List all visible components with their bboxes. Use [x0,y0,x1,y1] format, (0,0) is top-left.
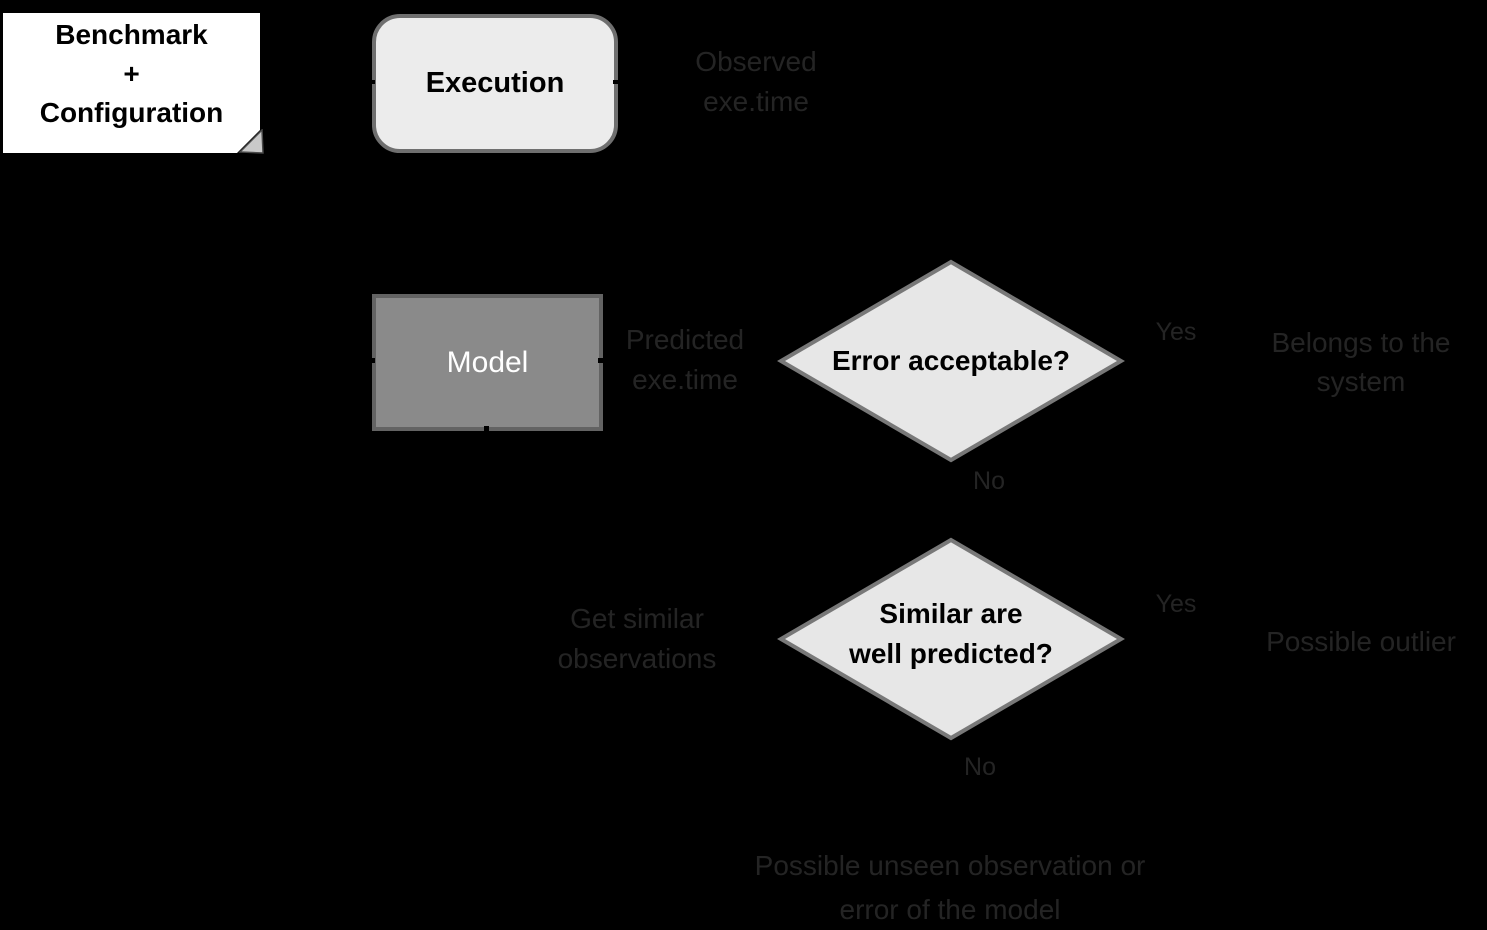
decision-error-acceptable-shape [777,259,1125,463]
label-predicted-line-2: exe.time [632,364,738,395]
process-model-label: Model [446,345,529,379]
process-execution: Execution [372,14,618,153]
note-line-2: + [123,58,140,89]
connector-stub [366,80,375,84]
edge-label-no-1: No [973,467,1005,495]
decision-similar-well-predicted-label: Similar are well predicted? [801,594,1101,674]
decision-similar-line-2: well predicted? [849,638,1053,669]
connector-stub [598,358,607,363]
edge-label-yes-2: Yes [1155,590,1197,618]
label-unseen-line-1: Possible unseen observation or [754,850,1146,881]
label-predicted-line-1: Predicted [625,324,745,355]
label-unseen-line-2: error of the model [839,894,1061,925]
label-get-similar-line-1: Get similar [570,603,704,634]
note-line-1: Benchmark [55,19,208,50]
decision-similar-line-1: Similar are [879,598,1023,629]
label-predicted-exe-time: Predicted exe.time [585,320,785,400]
note-benchmark-configuration: Benchmark + Configuration [3,13,260,153]
label-belongs-to-system: Belongs to the system [1251,323,1471,401]
decision-error-acceptable-label: Error acceptable? [831,345,1071,376]
decision-similar-well-predicted-shape [777,537,1125,741]
label-get-similar-line-2: observations [557,643,717,674]
label-belongs-line-2: system [1316,366,1406,397]
connector-stub [613,80,622,84]
note-folded-corner-icon [238,129,264,154]
edge-label-yes-1: Yes [1155,318,1197,346]
label-possible-unseen-observation: Possible unseen observation or error of … [690,844,1210,930]
label-observed-line-1: Observed [695,46,817,77]
label-belongs-line-1: Belongs to the [1271,327,1451,358]
connector-stub [366,358,375,363]
label-get-similar-observations: Get similar observations [527,599,747,679]
label-observed-line-2: exe.time [703,86,809,117]
note-line-3: Configuration [39,97,224,128]
label-possible-outlier: Possible outlier [1266,626,1456,657]
process-execution-label: Execution [425,67,565,99]
connector-stub [484,426,489,435]
process-model: Model [372,294,603,431]
edge-label-no-2: No [964,753,996,781]
label-observed-exe-time: Observed exe.time [656,42,856,122]
